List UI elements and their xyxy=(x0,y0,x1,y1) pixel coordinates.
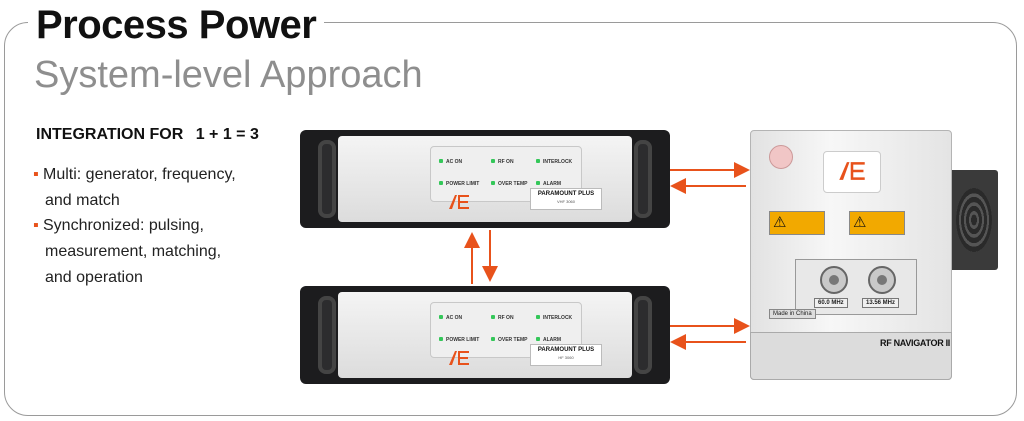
rack-handle xyxy=(318,296,336,374)
led-alarm: ALARM xyxy=(536,181,561,187)
navigator-io-panel xyxy=(750,332,952,380)
bullet-text: measurement, matching, xyxy=(45,243,222,260)
ae-logo-icon xyxy=(449,195,469,209)
rf-input-connector[interactable] xyxy=(820,266,848,294)
warning-label-icon xyxy=(769,211,825,235)
model-name: HF 3060 xyxy=(558,355,574,360)
led-alarm: ALARM xyxy=(536,337,561,343)
page-subtitle: System-level Approach xyxy=(34,54,423,96)
led-ac-on: AC ON xyxy=(439,159,462,165)
bullet-icon: ▪ xyxy=(33,217,39,234)
led-power-limit: POWER LIMIT xyxy=(439,337,479,343)
rf-input-connector[interactable] xyxy=(868,266,896,294)
led-rf-on: RF ON xyxy=(491,315,514,321)
bullet-multi: ▪Multi: generator, frequency, and match xyxy=(33,162,236,214)
rack-handle xyxy=(318,140,336,218)
rack-handle xyxy=(634,140,652,218)
led-power-limit: POWER LIMIT xyxy=(439,181,479,187)
fan-icon xyxy=(948,170,998,270)
bullet-text: and operation xyxy=(45,269,143,286)
integration-equation: 1 + 1 = 3 xyxy=(195,126,259,143)
logo-plate xyxy=(823,151,881,193)
bullet-text: Synchronized: pulsing, xyxy=(43,217,204,234)
model-name: VHF 3060 xyxy=(556,199,575,204)
ae-logo-icon xyxy=(839,162,865,180)
freq-label-2: 13.56 MHz xyxy=(862,298,900,308)
rack-handle xyxy=(634,296,652,374)
generator-face: AC ON RF ON INTERLOCK POWER LIMIT OVER T… xyxy=(338,136,632,222)
brand-plate: PARAMOUNT PLUS HF 3060 xyxy=(530,344,602,366)
led-ac-on: AC ON xyxy=(439,315,462,321)
bullet-text: and match xyxy=(45,192,120,209)
bullet-synchronized: ▪Synchronized: pulsing, measurement, mat… xyxy=(33,213,221,291)
brand-name: PARAMOUNT PLUS xyxy=(537,347,595,353)
led-over-temp: OVER TEMP xyxy=(491,337,527,343)
made-in-label: Made in China xyxy=(769,309,816,319)
page-title: Process Power xyxy=(28,0,325,50)
rf-navigator-name: RF NAVIGATOR II xyxy=(880,338,951,348)
content-frame xyxy=(4,22,1017,416)
led-over-temp: OVER TEMP xyxy=(491,181,527,187)
connector-panel: 60.0 MHz 13.56 MHz xyxy=(795,259,917,315)
led-rf-on: RF ON xyxy=(491,159,514,165)
integration-heading: INTEGRATION FOR 1 + 1 = 3 xyxy=(36,126,259,144)
integration-heading-text: INTEGRATION FOR xyxy=(36,126,184,143)
brand-plate: PARAMOUNT PLUS VHF 3060 xyxy=(530,188,602,210)
bullet-icon: ▪ xyxy=(33,166,39,183)
brand-name: PARAMOUNT PLUS xyxy=(537,191,595,197)
emergency-stop-icon xyxy=(769,145,793,169)
generator-vhf: AC ON RF ON INTERLOCK POWER LIMIT OVER T… xyxy=(300,130,670,228)
warning-label-icon xyxy=(849,211,905,235)
ae-logo-icon xyxy=(449,351,469,365)
bullet-text: Multi: generator, frequency, xyxy=(43,166,236,183)
led-interlock: INTERLOCK xyxy=(536,315,572,321)
generator-hf: AC ON RF ON INTERLOCK POWER LIMIT OVER T… xyxy=(300,286,670,384)
generator-face: AC ON RF ON INTERLOCK POWER LIMIT OVER T… xyxy=(338,292,632,378)
led-interlock: INTERLOCK xyxy=(536,159,572,165)
freq-label-1: 60.0 MHz xyxy=(814,298,848,308)
